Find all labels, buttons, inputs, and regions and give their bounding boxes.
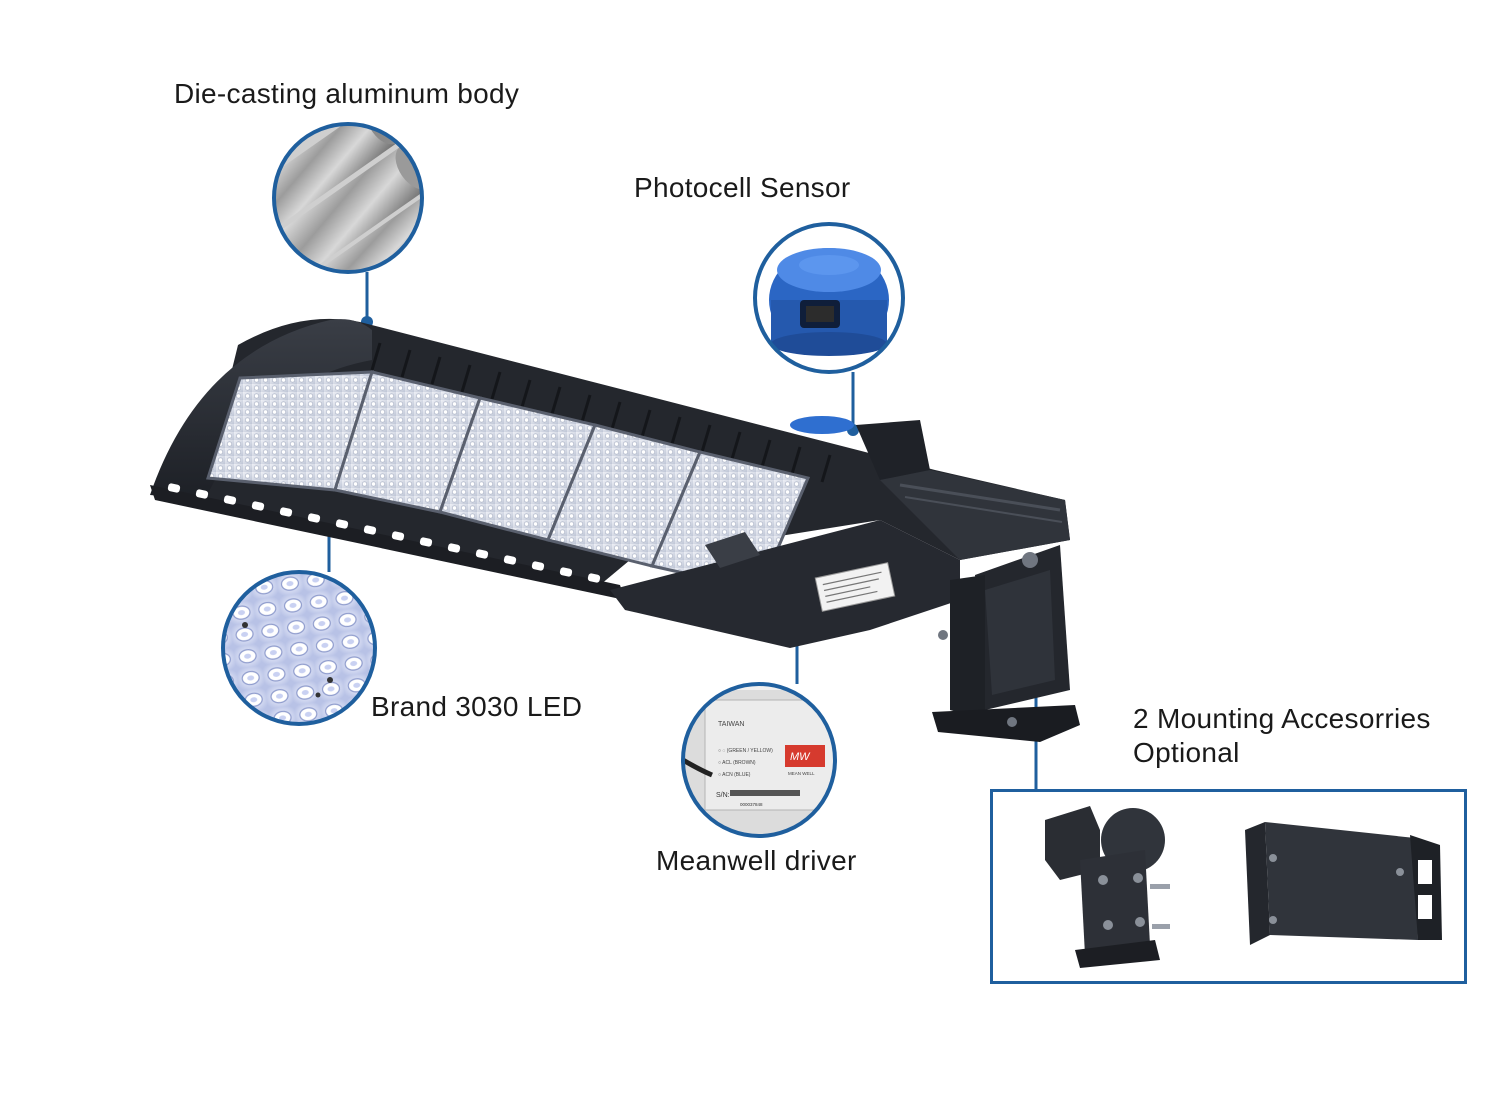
callout-meanwell-driver: Meanwell driver bbox=[656, 845, 857, 876]
callout-3030-led: Brand 3030 LED bbox=[371, 691, 583, 722]
driver-terminal-2: ○ ACL (BROWN) bbox=[718, 760, 756, 766]
meanwell-driver-closeup bbox=[681, 682, 837, 838]
callout-mounting-accessories: 2 Mounting Accesorries Optional bbox=[1133, 702, 1431, 770]
led-modules bbox=[206, 370, 811, 592]
driver-label-text: TAIWAN ○ ◌ (GREEN / YELLOW) ○ ACL (BROWN… bbox=[716, 721, 815, 807]
driver-brand-text: TAIWAN bbox=[718, 721, 744, 728]
shoebox-light-fixture bbox=[150, 318, 1080, 742]
vent-slots bbox=[167, 483, 601, 583]
driver-serial-number: 000037848 bbox=[740, 802, 763, 807]
callout-mounting-line2: Optional bbox=[1133, 737, 1240, 769]
driver-terminal-3: ○ ACN (BLUE) bbox=[718, 772, 751, 778]
callout-photocell-sensor: Photocell Sensor bbox=[634, 172, 851, 203]
mounting-accessory-arm-adapter bbox=[1245, 822, 1442, 945]
mounting-accessory-slip-fitter bbox=[1045, 806, 1170, 968]
aluminum-body-closeup bbox=[272, 122, 424, 274]
callout-aluminum-body: Die-casting aluminum body bbox=[174, 78, 520, 109]
driver-serial-label: S/N: bbox=[716, 792, 730, 799]
driver-terminal-1: ○ ◌ (GREEN / YELLOW) bbox=[718, 748, 773, 754]
mounting-accessories-box bbox=[990, 789, 1467, 984]
meanwell-logo-subtext: MEAN WELL bbox=[788, 771, 815, 776]
photocell-sensor-closeup bbox=[753, 222, 905, 374]
meanwell-logo-text: MW bbox=[790, 751, 811, 763]
callout-mounting-line1: 2 Mounting Accesorries bbox=[1133, 703, 1431, 734]
